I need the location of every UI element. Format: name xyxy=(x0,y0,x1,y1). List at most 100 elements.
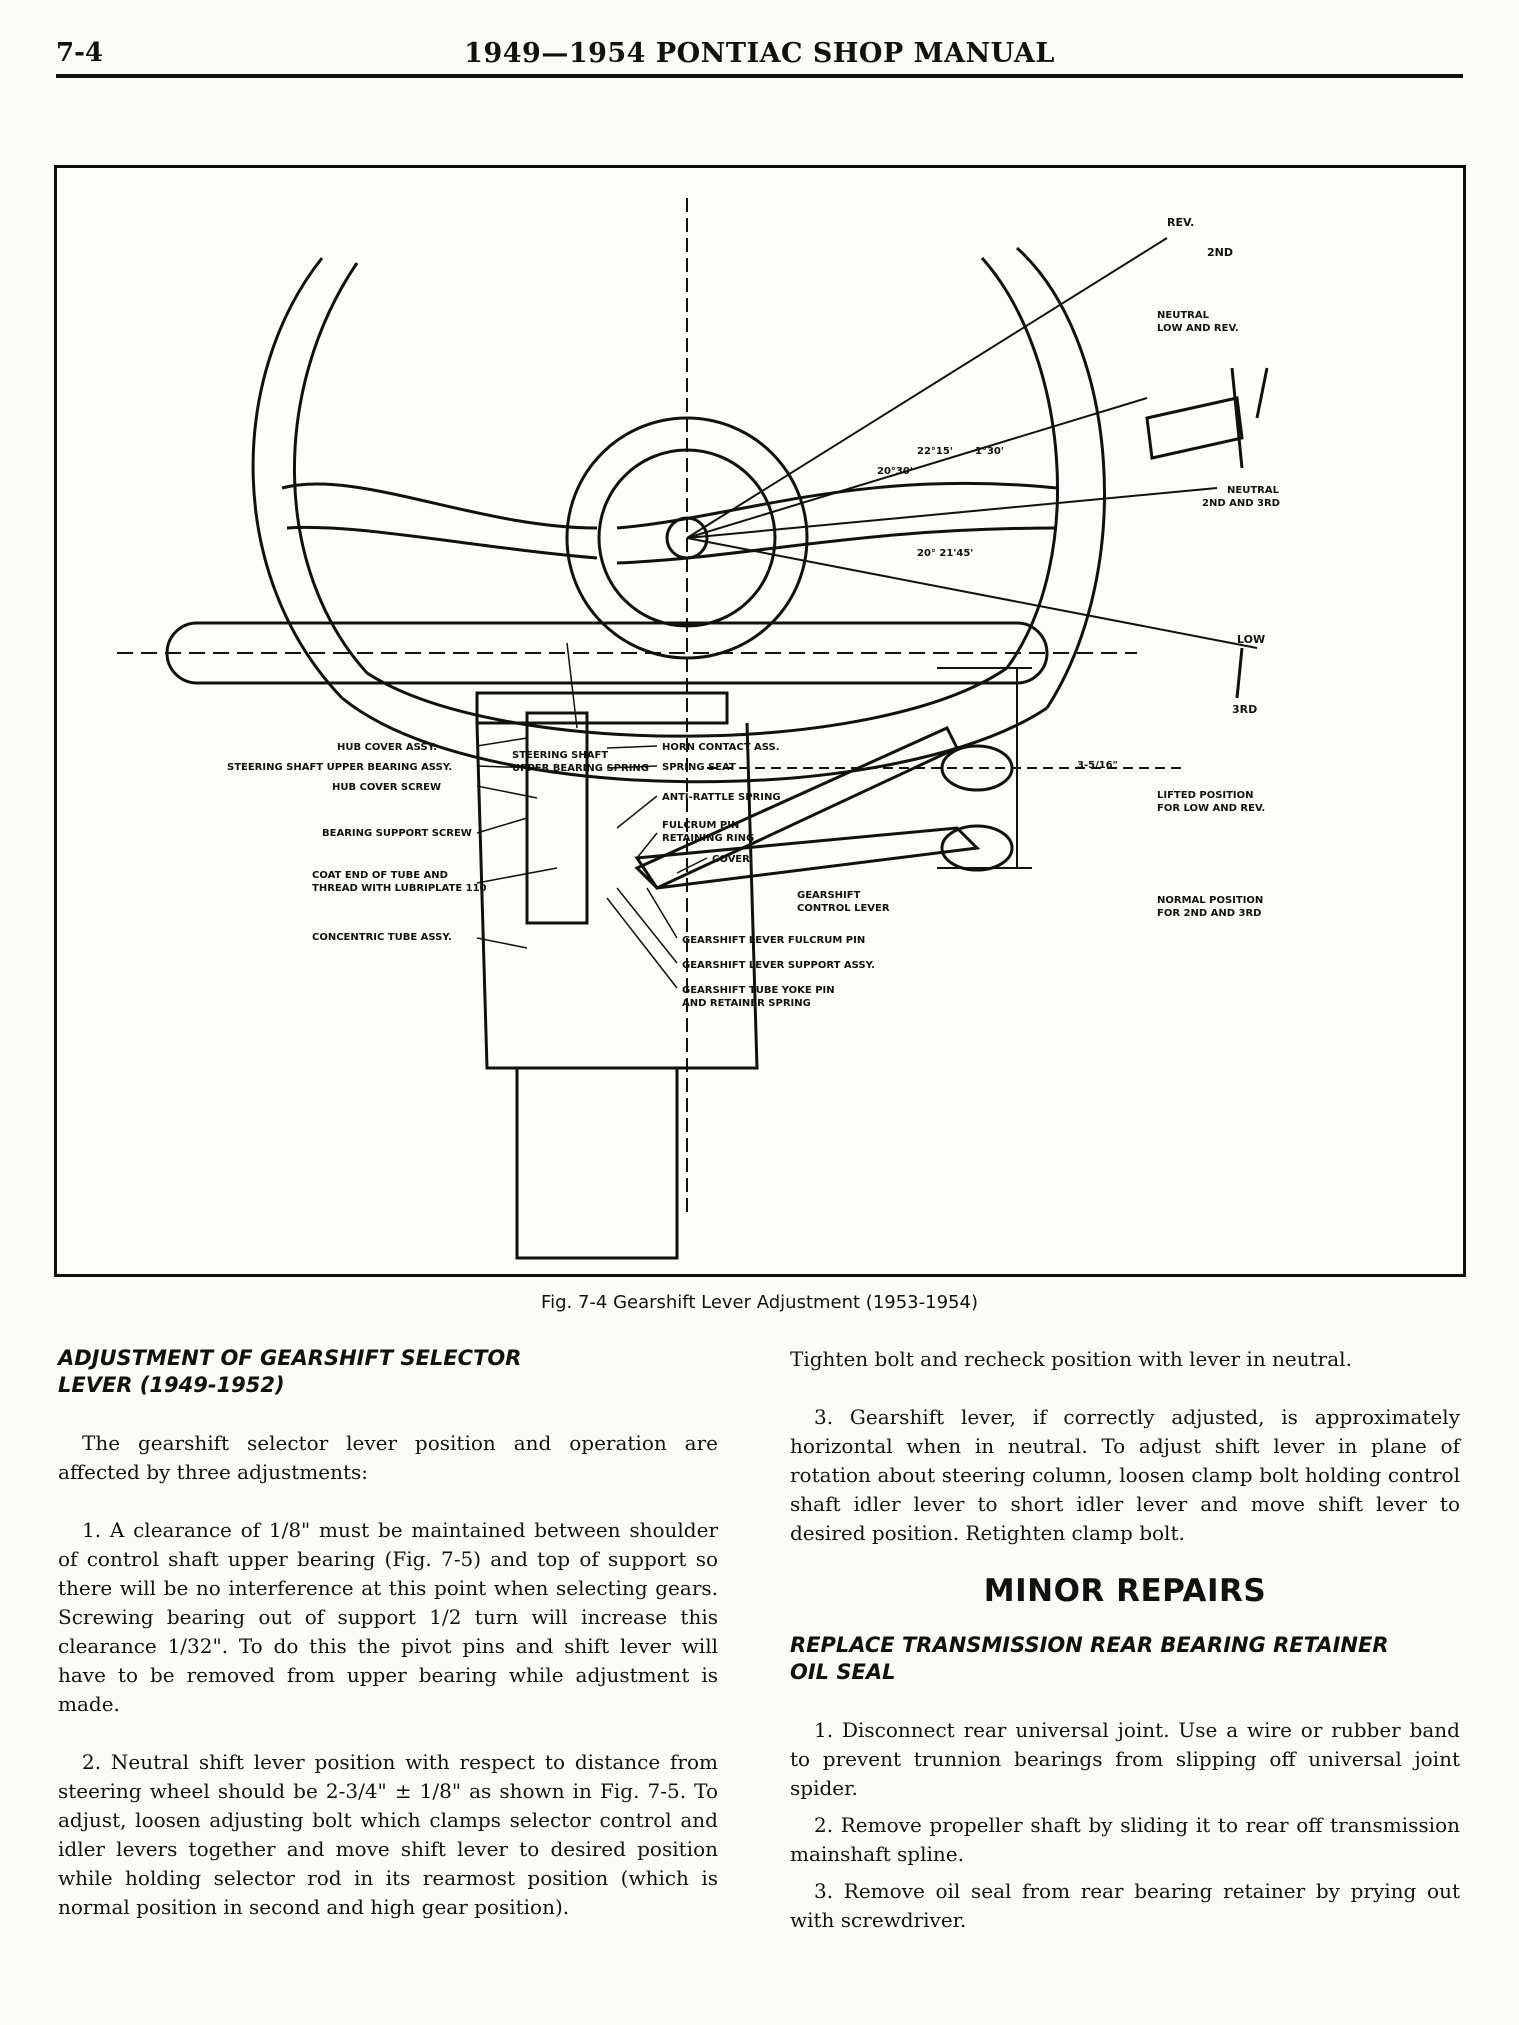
paragraph-item-2: 2. Neutral shift lever position with res… xyxy=(58,1750,718,1919)
leader-anti-rattle xyxy=(616,795,658,829)
heading-line-2: LEVER (1949-1952) xyxy=(58,1373,285,1397)
knob-lifted xyxy=(940,744,1014,792)
label-normal-1: NORMAL POSITION xyxy=(1157,895,1263,906)
paragraph-continuation: Tighten bolt and recheck position with l… xyxy=(790,1347,1352,1371)
wheel-rim-left-inner-arc xyxy=(293,262,369,675)
wheel-rim-left-arc xyxy=(251,257,344,700)
label-horn-contact: HORN CONTACT ASS. xyxy=(662,742,780,753)
label-bearing-support-screw: BEARING SUPPORT SCREW xyxy=(322,828,472,839)
label-neutral-23-2: 2ND AND 3RD xyxy=(1202,498,1280,509)
leader-horn xyxy=(606,745,658,749)
header-rule xyxy=(56,74,1463,78)
label-upper-spring-1: STEERING SHAFT xyxy=(512,750,608,761)
ray-upper xyxy=(686,397,1148,539)
label-rev: REV. xyxy=(1167,216,1194,229)
right-column: Tighten bolt and recheck position with l… xyxy=(790,1345,1460,1943)
wheel-rim-right-inner-arc xyxy=(980,257,1059,669)
label-3rd: 3RD xyxy=(1232,703,1257,716)
label-support-assy: GEARSHIFT LEVER SUPPORT ASSY. xyxy=(682,960,875,971)
upper-bearing xyxy=(525,711,589,925)
label-upper-spring-2: UPPER BEARING SPRING xyxy=(512,763,649,774)
section-heading-adjustment: ADJUSTMENT OF GEARSHIFT SELECTOR LEVER (… xyxy=(58,1345,718,1399)
label-angle-2: 1°30' xyxy=(975,446,1004,457)
ray-rev xyxy=(686,237,1168,539)
wheel-rim-bottom-arc xyxy=(341,696,1048,784)
wheel-rim-right-arc xyxy=(1015,246,1106,709)
label-fulcrum-pin: GEARSHIFT LEVER FULCRUM PIN xyxy=(682,935,865,946)
label-2nd: 2ND xyxy=(1207,246,1233,259)
manual-title: 1949—1954 PONTIAC SHOP MANUAL xyxy=(464,38,1055,69)
label-angle-4: 20° 21'45' xyxy=(917,548,973,559)
label-neutral-23-1: NEUTRAL xyxy=(1227,485,1280,496)
paragraph-step-1: 1. Disconnect rear universal joint. Use … xyxy=(790,1718,1460,1800)
control-lever-lifted xyxy=(634,726,960,890)
label-spring-seat: SPRING SEAT xyxy=(662,762,736,773)
label-coat-end-2: THREAD WITH LUBRIPLATE 110 xyxy=(312,883,487,894)
left-column: ADJUSTMENT OF GEARSHIFT SELECTOR LEVER (… xyxy=(58,1345,718,1951)
spoke-left-upper xyxy=(281,482,598,530)
figure-gearshift-adjustment: REV. 2ND NEUTRAL LOW AND REV. NEUTRAL 2N… xyxy=(54,165,1466,1277)
label-fulcrum-1: FULCRUM PIN xyxy=(662,820,739,831)
leader-fulcrum-ring xyxy=(636,832,658,859)
label-low: LOW xyxy=(1237,633,1265,646)
spoke-right-lower xyxy=(616,526,1058,565)
label-angle-1: 22°15' xyxy=(917,446,953,457)
control-lever-normal xyxy=(634,826,981,890)
neutral-marker xyxy=(1230,367,1244,469)
label-gearshift-control-1: GEARSHIFT xyxy=(797,890,861,901)
label-lifted-1: LIFTED POSITION xyxy=(1157,790,1254,801)
leader-hub-cover-screw xyxy=(476,785,538,799)
shift-knob-top xyxy=(1145,396,1244,460)
label-neutral-low-rev-1: NEUTRAL xyxy=(1157,310,1210,321)
label-yoke-1: GEARSHIFT TUBE YOKE PIN xyxy=(682,985,835,996)
label-upper-bearing-assy: STEERING SHAFT UPPER BEARING ASSY. xyxy=(227,762,452,773)
spoke-left-lower xyxy=(286,525,598,560)
leader-cover xyxy=(676,857,708,874)
gearshift-diagram: REV. 2ND NEUTRAL LOW AND REV. NEUTRAL 2N… xyxy=(117,198,1280,1260)
paragraph-item-1: 1. A clearance of 1/8" must be maintaine… xyxy=(58,1518,718,1716)
label-coat-end-1: COAT END OF TUBE AND xyxy=(312,870,448,881)
leader-coat-end xyxy=(476,867,558,884)
label-dimension: 3-5/16" xyxy=(1077,760,1118,771)
page-header: 7-4 1949—1954 PONTIAC SHOP MANUAL xyxy=(56,38,1463,78)
hub-cover-side xyxy=(475,691,729,725)
section-title-minor-repairs: MINOR REPAIRS xyxy=(983,1573,1267,1609)
paragraph-step-3: 3. Remove oil seal from rear bearing ret… xyxy=(790,1879,1460,1932)
leader-concentric xyxy=(476,937,528,949)
paragraph-step-2: 2. Remove propeller shaft by sliding it … xyxy=(790,1813,1460,1866)
leader-upper-bearing xyxy=(476,765,538,769)
label-anti-rattle: ANTI-RATTLE SPRING xyxy=(662,792,781,803)
neutral-23-marker xyxy=(1255,367,1269,419)
concentric-tube xyxy=(515,1066,679,1260)
paragraph-intro: The gearshift selector lever position an… xyxy=(58,1431,718,1484)
sub-heading-line-2: OIL SEAL xyxy=(790,1660,896,1684)
sub-heading-oil-seal: REPLACE TRANSMISSION REAR BEARING RETAIN… xyxy=(790,1632,1460,1686)
wheel-rim-bottom-inner-arc xyxy=(366,666,1008,738)
third-marker xyxy=(1235,647,1244,699)
leader-bearing-support xyxy=(476,817,528,834)
steering-column xyxy=(475,722,759,1070)
heading-line-1: ADJUSTMENT OF GEARSHIFT SELECTOR xyxy=(58,1346,522,1370)
label-hub-cover-assy: HUB COVER ASSY. xyxy=(337,742,437,753)
leader-support-assy xyxy=(616,887,678,964)
label-angle-3: 20°30' xyxy=(877,466,913,477)
label-concentric-tube: CONCENTRIC TUBE ASSY. xyxy=(312,932,452,943)
figure-caption: Fig. 7-4 Gearshift Lever Adjustment (195… xyxy=(541,1292,978,1313)
leader-yoke xyxy=(606,897,678,989)
label-lifted-2: FOR LOW AND REV. xyxy=(1157,803,1265,814)
ray-neutral xyxy=(686,487,1218,539)
leader-fulcrum-pin xyxy=(646,887,678,939)
spoke-right-upper xyxy=(616,481,1058,530)
label-cover: COVER xyxy=(712,854,750,865)
sub-heading-line-1: REPLACE TRANSMISSION REAR BEARING RETAIN… xyxy=(790,1633,1389,1657)
leader-upper-spring xyxy=(566,642,578,729)
label-gearshift-control-2: CONTROL LEVER xyxy=(797,903,890,914)
knob-normal xyxy=(940,824,1014,872)
label-normal-2: FOR 2ND AND 3RD xyxy=(1157,908,1261,919)
ray-low xyxy=(686,537,1258,649)
label-neutral-low-rev-2: LOW AND REV. xyxy=(1157,323,1239,334)
label-hub-cover-screw: HUB COVER SCREW xyxy=(332,782,441,793)
label-fulcrum-2: RETAINING RING xyxy=(662,833,754,844)
leader-hub-cover xyxy=(476,737,528,747)
page-number: 7-4 xyxy=(56,38,103,68)
